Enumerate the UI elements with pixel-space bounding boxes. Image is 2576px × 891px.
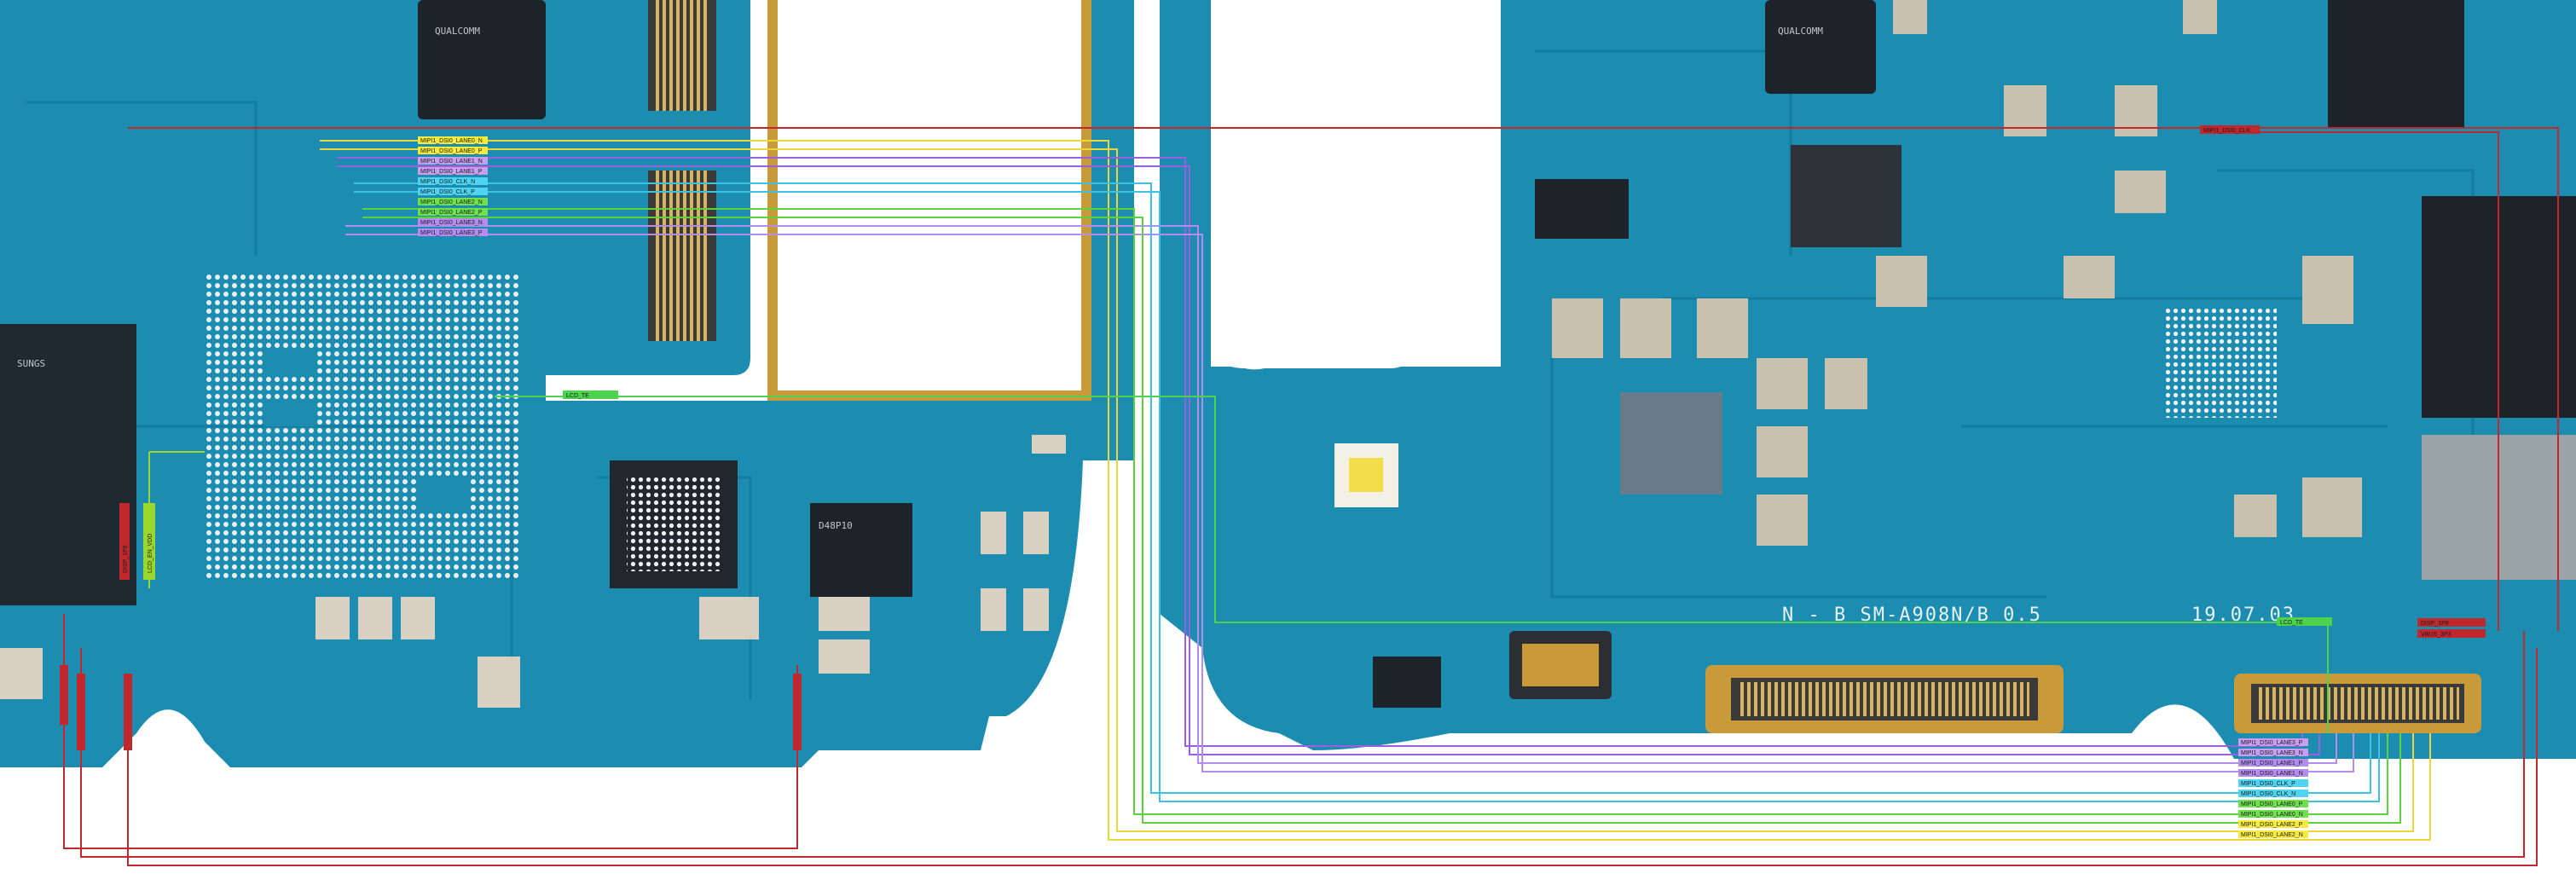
right-net-label-5: MIPI1_DSI0_CLK_N xyxy=(2241,791,2295,797)
left-net-tag-1 xyxy=(418,147,488,154)
right-net-tag-9 xyxy=(2238,830,2308,838)
left-net-label-0: MIPI1_DSI0_LANE0_N xyxy=(420,138,483,144)
side-label-tag xyxy=(143,503,155,580)
chip-nand-left: SUNGS xyxy=(0,324,136,605)
right-net-tag-0 xyxy=(2238,738,2308,746)
left-net-tag-9 xyxy=(418,229,488,236)
right-net-label-4: MIPI1_DSI0_CLK_P xyxy=(2241,781,2295,787)
chip-top-left: QUALCOMM xyxy=(418,0,546,119)
top-right-red-label: MIPI1_DSI0_CLK xyxy=(2203,128,2251,134)
left-net-label-4: MIPI1_DSI0_CLK_N xyxy=(420,179,475,185)
soc-bga xyxy=(205,273,520,580)
red-tag-a xyxy=(60,665,68,725)
right-label-stack: MIPI1_DSI0_LANE3_P MIPI1_DSI0_LANE3_N MIPI… xyxy=(2238,738,2308,838)
left-net-tag-5 xyxy=(418,188,488,195)
left-net-tag-2 xyxy=(418,157,488,165)
chip-nand-mark: SUNGS xyxy=(17,358,45,369)
left-board xyxy=(0,0,1134,767)
connector-lcd-right xyxy=(1509,631,2481,733)
right-net-tag-5 xyxy=(2238,790,2308,797)
right-net-tag-1 xyxy=(2238,749,2308,756)
right-net-label-0: MIPI1_DSI0_LANE3_P xyxy=(2241,740,2303,746)
red-box-1-tag xyxy=(2417,618,2486,627)
right-net-tag-4 xyxy=(2238,779,2308,787)
right-net-tag-2 xyxy=(2238,759,2308,767)
left-net-label-9: MIPI1_DSI0_LANE3_P xyxy=(420,230,483,236)
red-tag-b xyxy=(77,674,85,750)
left-net-label-8: MIPI1_DSI0_LANE3_N xyxy=(420,220,483,226)
left-net-tag-0 xyxy=(418,136,488,144)
chip-pmic xyxy=(1791,145,1902,247)
side-red-tag xyxy=(119,503,130,580)
chip-bottom-mid-mark: D48P10 xyxy=(819,520,853,531)
side-label: LCD_EN_VDD xyxy=(148,534,153,573)
right-net-label-8: MIPI1_DSI0_LANE2_P xyxy=(2241,822,2303,828)
left-net-label-1: MIPI1_DSI0_LANE0_P xyxy=(420,148,483,154)
left-net-label-2: MIPI1_DSI0_LANE1_N xyxy=(420,159,483,165)
right-net-tag-7 xyxy=(2238,810,2308,818)
chip-bottom-mid: D48P10 xyxy=(810,503,912,597)
chip-bga-right xyxy=(2166,307,2277,418)
chip-top-mid-mark: QUALCOMM xyxy=(1778,26,1823,37)
left-net-label-6: MIPI1_DSI0_LANE2_N xyxy=(420,200,483,205)
red-tag-c xyxy=(124,674,132,750)
right-net-label-7: MIPI1_DSI0_LANE0_N xyxy=(2241,812,2303,818)
right-board xyxy=(1160,0,2576,759)
chip-top-left-mark: QUALCOMM xyxy=(435,26,480,37)
lcd-te-left-label: LCD_TE xyxy=(566,393,589,399)
chip-top-mid: QUALCOMM xyxy=(1765,0,1876,94)
right-net-label-9: MIPI1_DSI0_LANE2_N xyxy=(2241,832,2303,838)
left-net-label-3: MIPI1_DSI0_LANE1_P xyxy=(420,169,483,175)
lcd-te-right-tag xyxy=(2277,617,2332,626)
right-net-label-1: MIPI1_DSI0_LANE3_N xyxy=(2241,750,2303,756)
lcd-te-right-label: LCD_TE xyxy=(2280,620,2303,626)
chip-near-flash xyxy=(1373,179,1629,708)
left-label-stack: MIPI1_DSI0_LANE0_N MIPI1_DSI0_LANE0_P MIPI… xyxy=(418,136,488,236)
right-net-label-6: MIPI1_DSI0_LANE0_P xyxy=(2241,801,2303,807)
chip-square-mid xyxy=(1620,392,1722,495)
lcd-te-left-tag xyxy=(563,391,618,399)
connector-left-top xyxy=(648,0,716,341)
left-net-tag-7 xyxy=(418,208,488,216)
chip-mid-bga xyxy=(610,460,738,588)
red-box-1-label: DISP_1P8 xyxy=(2421,621,2449,627)
right-net-tag-3 xyxy=(2238,769,2308,777)
red-box-2-label: VBUS_3P3 xyxy=(2421,632,2452,638)
right-net-label-2: MIPI1_DSI0_LANE1_P xyxy=(2241,761,2303,767)
left-net-tag-4 xyxy=(418,177,488,185)
right-net-tag-6 xyxy=(2238,800,2308,807)
red-tag-d xyxy=(793,674,802,750)
top-right-red-tag xyxy=(2200,125,2260,134)
left-net-label-7: MIPI1_DSI0_LANE2_P xyxy=(420,210,483,216)
components-left xyxy=(0,435,1066,708)
flash-led xyxy=(1334,443,1398,507)
misc-labels: LCD_TE LCD_TE MIPI1_DSI0_CLK DISP_1P8 VB… xyxy=(60,125,2486,750)
right-net-label-3: MIPI1_DSI0_LANE1_N xyxy=(2241,771,2303,777)
left-net-tag-6 xyxy=(418,198,488,205)
left-net-tag-8 xyxy=(418,218,488,226)
left-net-label-5: MIPI1_DSI0_CLK_P xyxy=(420,189,475,195)
red-box-2-tag xyxy=(2417,629,2486,638)
vdd-side-label: DISP_1P8 xyxy=(123,545,129,573)
left-net-tag-3 xyxy=(418,167,488,175)
right-net-tag-8 xyxy=(2238,820,2308,828)
